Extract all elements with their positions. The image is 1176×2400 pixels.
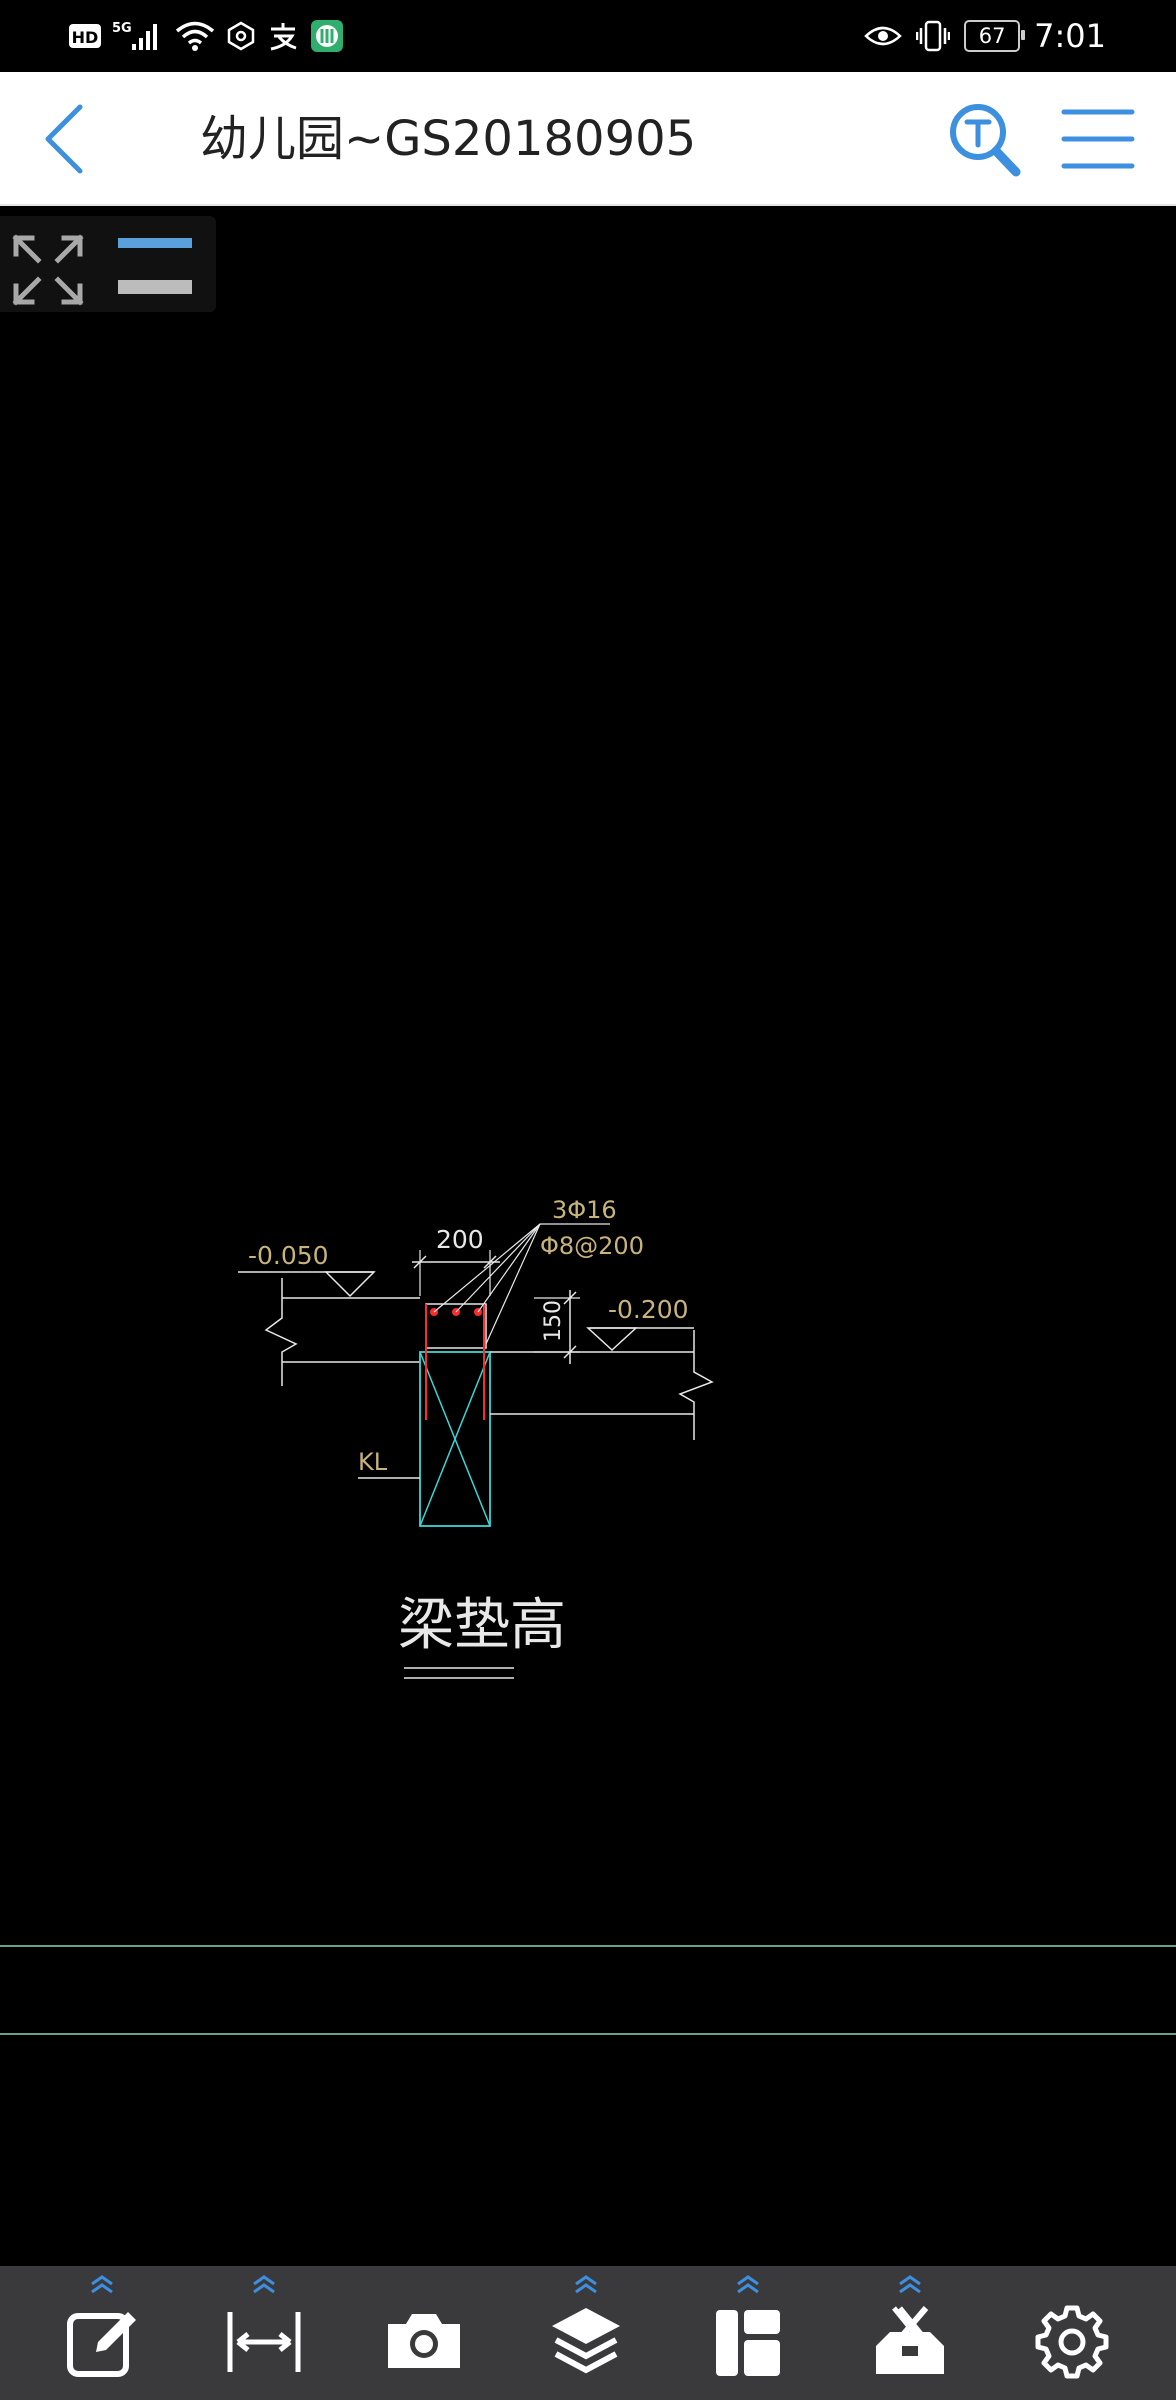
back-button[interactable] [32,102,96,176]
text-search-icon [950,104,1021,177]
view-quick-panel [0,216,216,312]
elevation-left-label: -0.050 [248,1241,329,1270]
chevron-up-icon [737,2275,759,2294]
fullscreen-button[interactable] [12,234,84,306]
hd-icon: HD [68,18,102,54]
status-right-icons: 67 7:01 [864,14,1106,58]
hamburger-menu-icon [1061,109,1135,169]
expand-icon [12,234,84,306]
layers-icon [552,2308,620,2374]
elevation-right-label: -0.200 [608,1295,689,1324]
text-search-button[interactable] [944,100,1024,180]
vibrate-icon [916,18,951,54]
toolbox-tool[interactable] [850,2266,970,2400]
layout-icon [716,2310,780,2376]
cad-drawing-viewer[interactable]: -0.050 KL -0.200 [0,206,1176,2266]
alipay-icon [266,18,300,54]
rebar-stirrup-label: Φ8@200 [540,1232,644,1260]
layers-tool[interactable] [526,2266,646,2400]
camera-icon [388,2314,460,2368]
beam-tag-label: KL [358,1448,388,1476]
line-style-thin-button[interactable] [118,238,192,248]
svg-text:HD: HD [72,28,99,47]
toolbox-icon [876,2306,944,2374]
dimension-height: 150 [534,1290,580,1364]
menu-button[interactable] [1058,102,1138,176]
chevron-up-icon [253,2275,275,2294]
nfc-icon [226,18,256,54]
settings-tool[interactable] [1012,2266,1132,2400]
bottom-toolbar [0,2266,1176,2400]
chevron-up-icon [575,2275,597,2294]
layout-tool[interactable] [688,2266,808,2400]
cad-drawing-canvas[interactable]: -0.050 KL -0.200 [0,206,1176,2266]
status-time: 7:01 [1034,17,1106,55]
chevron-up-icon [91,2275,113,2294]
dimension-width-label: 200 [436,1225,484,1254]
app-header: 幼儿园~GS20180905 [0,72,1176,206]
status-bar: HD 5G [0,0,1176,72]
right-slab [490,1330,714,1440]
drawing-caption: 梁垫高 [398,1593,566,1679]
rebar-top-label: 3Φ16 [552,1196,617,1224]
elevation-marker-left: -0.050 [238,1241,376,1298]
dimension-width: 200 [412,1225,500,1296]
line-style-thick-button[interactable] [118,280,192,294]
5g-signal-icon: 5G [112,18,164,54]
eye-comfort-icon [864,18,902,54]
status-left-icons: HD 5G [68,14,344,58]
app-notification-icon [310,18,344,54]
chevron-up-icon [899,2275,921,2294]
gear-icon [1035,2305,1109,2379]
rebar-callout: 3Φ16 Φ8@200 [433,1196,644,1345]
svg-text:5G: 5G [112,21,132,36]
beam-section: KL [358,1303,491,1527]
left-slab [264,1278,420,1386]
elevation-marker-right: -0.200 [586,1295,694,1352]
chevron-left-icon [45,104,83,174]
measure-tool[interactable] [204,2266,324,2400]
screenshot-tool[interactable] [364,2266,484,2400]
battery-indicator: 67 [964,20,1026,52]
caption-label: 梁垫高 [398,1593,566,1658]
page-title: 幼儿园~GS20180905 [200,111,697,167]
edit-icon [67,2312,136,2377]
annotate-tool[interactable] [42,2266,162,2400]
measure-icon [227,2312,301,2372]
wifi-icon [174,18,216,54]
dimension-height-label: 150 [541,1300,566,1342]
